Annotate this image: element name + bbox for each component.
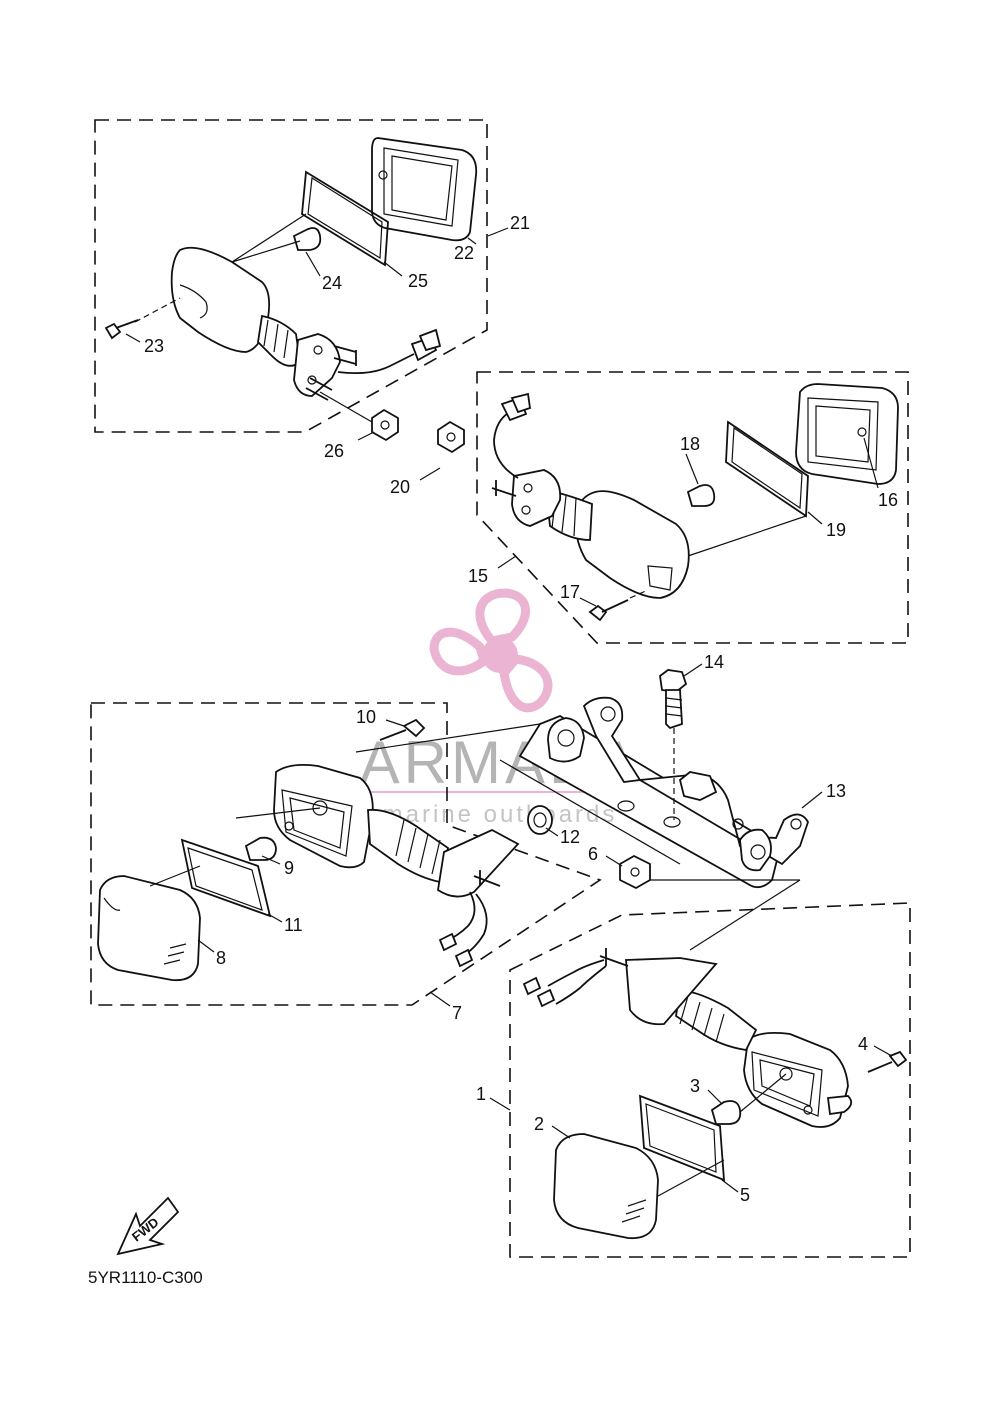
group-box-21 <box>94 119 488 433</box>
gasket-11 <box>180 838 272 918</box>
bracket-13 <box>518 696 809 889</box>
collar-12 <box>527 805 553 835</box>
lens-2 <box>553 1133 659 1240</box>
callout-11: 11 <box>284 915 303 935</box>
callout-25: 25 <box>408 271 428 291</box>
callout-24: 24 <box>322 273 342 293</box>
nut-6 <box>619 854 651 890</box>
screw-10 <box>379 718 426 741</box>
callout-20: 20 <box>390 477 410 497</box>
callout-1: 1 <box>476 1084 486 1104</box>
bulb-18 <box>686 484 716 507</box>
callout-19: 19 <box>826 520 846 540</box>
propeller-icon <box>429 588 553 713</box>
callout-3: 3 <box>690 1076 700 1096</box>
watermark-logo: ARMADA marine outboards <box>350 588 650 828</box>
bulb-3 <box>710 1100 742 1125</box>
lens-8 <box>97 875 201 982</box>
watermark-subtitle: marine outboards <box>383 801 618 828</box>
callout-7: 7 <box>452 1003 462 1023</box>
housing-7 <box>273 763 374 869</box>
lens-16 <box>795 383 899 485</box>
bolt-14 <box>659 669 688 820</box>
housing-21 <box>170 246 271 353</box>
callout-16: 16 <box>878 490 898 510</box>
callout-15: 15 <box>468 566 488 586</box>
callout-17: 17 <box>560 582 580 602</box>
callout-labels: 1 2 3 4 5 6 7 8 9 10 11 12 13 <box>125 213 898 1205</box>
callout-6: 6 <box>588 844 598 864</box>
nut-20 <box>437 420 465 454</box>
callout-2: 2 <box>534 1114 544 1134</box>
fwd-arrow-icon: FWD <box>116 1196 180 1256</box>
callout-5: 5 <box>740 1185 750 1205</box>
callout-26: 26 <box>324 441 344 461</box>
group-box-1 <box>509 902 911 1258</box>
flasher-assembly-7 <box>97 763 520 982</box>
callout-14: 14 <box>704 652 724 672</box>
callout-22: 22 <box>454 243 474 263</box>
flasher-assembly-1 <box>522 948 908 1240</box>
flasher-assembly-21 <box>104 137 478 442</box>
screw-23 <box>104 322 122 340</box>
gasket-5 <box>638 1094 726 1182</box>
group-box-15 <box>476 371 909 644</box>
callout-12: 12 <box>560 827 580 847</box>
bulb-9 <box>244 836 277 861</box>
gasket-25 <box>301 170 389 267</box>
bulb-24 <box>292 227 322 251</box>
callout-21: 21 <box>510 213 530 233</box>
callout-8: 8 <box>216 948 226 968</box>
nut-26 <box>371 408 399 442</box>
callout-10: 10 <box>356 707 376 727</box>
callout-9: 9 <box>284 858 294 878</box>
diagram-code: 5YR1110-C300 <box>88 1268 203 1287</box>
gasket-19 <box>725 420 809 518</box>
lens-22 <box>371 137 478 242</box>
screw-4 <box>888 1050 908 1068</box>
screw-17 <box>588 604 608 622</box>
callout-13: 13 <box>826 781 846 801</box>
flasher-assembly-15 <box>437 383 899 622</box>
group-box-7 <box>90 702 602 1006</box>
callout-4: 4 <box>858 1034 868 1054</box>
callout-23: 23 <box>144 336 164 356</box>
callout-18: 18 <box>680 434 700 454</box>
